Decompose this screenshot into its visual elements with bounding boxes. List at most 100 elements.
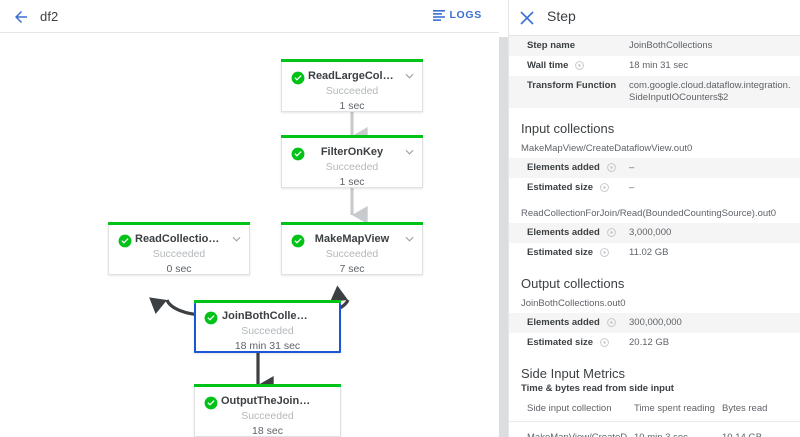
column-header-time-spent-reading: Time spent reading	[634, 399, 722, 422]
node-status: Succeeded	[325, 248, 379, 260]
input-collection-table-0: Elements added – Estimated size	[509, 158, 800, 198]
input-collections-title: Input collections	[521, 121, 615, 136]
check-circle-icon	[291, 71, 305, 85]
back-arrow-icon[interactable]	[12, 8, 30, 26]
node-time: 1 sec	[339, 100, 365, 112]
output-collection-table-0: Elements added 300,000,000 Estimated siz…	[509, 313, 800, 353]
top-app-bar: df2 LOGS	[0, 0, 499, 33]
table-row: Estimated size 11.02 GB	[509, 243, 800, 263]
help-circle-icon[interactable]	[599, 248, 609, 257]
row-key: Elements added	[509, 158, 629, 178]
node-time: 0 sec	[166, 263, 192, 275]
panel-title: Step	[547, 8, 576, 24]
node-time: 18 min 31 sec	[234, 340, 301, 352]
help-circle-icon[interactable]	[599, 338, 609, 347]
row-value: –	[629, 182, 635, 193]
table-row: Estimated size –	[509, 178, 800, 198]
table-row: Wall time 18 min 31 sec	[509, 56, 800, 76]
check-circle-icon	[291, 234, 305, 248]
node-status-bar	[281, 59, 423, 62]
node-status-bar	[281, 135, 423, 138]
row-key-label: Estimated size	[527, 337, 593, 348]
row-key: Wall time	[509, 56, 629, 76]
help-circle-icon[interactable]	[575, 61, 584, 70]
row-key: Estimated size	[509, 333, 629, 353]
help-circle-icon[interactable]	[606, 318, 616, 327]
row-key: Step name	[527, 40, 576, 51]
row-key: Elements added	[509, 223, 629, 243]
row-key: Elements added	[509, 313, 629, 333]
row-value: com.google.cloud.dataflow.integration. S…	[629, 80, 791, 103]
row-value: 3,000,000	[629, 227, 672, 238]
node-status: Succeeded	[241, 410, 294, 422]
help-circle-icon[interactable]	[606, 163, 616, 172]
step-details-panel: Step Step name JoinBothCollections Wall …	[509, 0, 800, 437]
collection-name: MakeMapView/CreateDataflowView.out0	[521, 143, 693, 154]
node-status-bar	[108, 222, 250, 225]
table-row: Estimated size 20.12 GB	[509, 333, 800, 353]
logs-icon	[433, 9, 446, 21]
row-key: Transform Function	[527, 80, 617, 91]
row-value: 300,000,000	[629, 317, 682, 328]
graph-node-joinbothcollections[interactable]: JoinBothCollections Succeeded 18 min 31 …	[194, 300, 341, 353]
node-time: 7 sec	[339, 263, 365, 275]
check-circle-icon	[291, 147, 305, 161]
graph-node-readcollectionforjoin[interactable]: ReadCollectionForJoin Succeeded 0 sec	[108, 222, 250, 275]
column-header-bytes-read: Bytes read	[722, 399, 800, 422]
row-value: 20.12 GB	[629, 337, 670, 348]
row-key: Estimated size	[509, 243, 629, 263]
node-status-bar	[194, 384, 341, 387]
table-row: Elements added 300,000,000	[509, 313, 800, 333]
panel-header: Step	[509, 0, 800, 36]
pane-divider	[508, 0, 509, 437]
node-status-bar	[281, 222, 423, 225]
side-input-metrics-table: Side input collection Time spent reading…	[509, 399, 800, 437]
row-key-label: Estimated size	[527, 247, 593, 258]
step-summary-table: Step name JoinBothCollections Wall time …	[509, 36, 800, 108]
help-circle-icon[interactable]	[599, 183, 609, 192]
cell-bytes-read: 10.14 GB	[722, 421, 800, 437]
chevron-down-icon[interactable]	[405, 73, 414, 79]
check-circle-icon	[118, 234, 132, 248]
row-value: JoinBothCollections	[629, 40, 713, 51]
row-key-label: Elements added	[527, 317, 600, 328]
graph-node-makemapview[interactable]: MakeMapView Succeeded 7 sec	[281, 222, 423, 275]
graph-node-outputthejoinedcollection[interactable]: OutputTheJoinedCollec... Succeeded 18 se…	[194, 384, 341, 437]
node-status-bar	[194, 300, 341, 303]
row-key-label: Wall time	[527, 60, 569, 71]
job-graph-pane: df2 LOGS	[0, 0, 499, 437]
graph-node-filteronkey[interactable]: FilterOnKey Succeeded 1 sec	[281, 135, 423, 188]
node-status: Succeeded	[241, 325, 294, 337]
collection-name: JoinBothCollections.out0	[521, 298, 626, 309]
chevron-down-icon[interactable]	[405, 149, 414, 155]
side-input-metrics-title: Side Input Metrics	[521, 366, 626, 381]
graph-pane-scrollbar[interactable]	[499, 37, 508, 437]
row-value: 18 min 31 sec	[629, 60, 689, 71]
help-circle-icon[interactable]	[606, 228, 616, 237]
chevron-down-icon[interactable]	[405, 236, 414, 242]
row-key-label: Elements added	[527, 227, 600, 238]
close-icon[interactable]	[520, 11, 534, 25]
panel-body: Step name JoinBothCollections Wall time …	[509, 36, 800, 437]
node-time: 1 sec	[339, 176, 365, 188]
node-status: Succeeded	[152, 248, 206, 260]
side-input-metrics-subtitle: Time & bytes read from side input	[521, 383, 674, 394]
graph-node-readlargecollection[interactable]: ReadLargeCollectionFr... Succeeded 1 sec	[281, 59, 423, 112]
table-header-row: Side input collection Time spent reading…	[509, 399, 800, 422]
node-time: 18 sec	[252, 425, 283, 437]
check-circle-icon	[204, 396, 218, 410]
row-key: Estimated size	[509, 178, 629, 198]
row-key-label: Estimated size	[527, 182, 593, 193]
pipeline-graph[interactable]: ReadLargeCollectionFr... Succeeded 1 sec…	[0, 33, 499, 437]
table-row: MakeMapView/CreateDataflow View.out0 10 …	[509, 421, 800, 437]
chevron-down-icon[interactable]	[232, 236, 241, 242]
logs-button[interactable]: LOGS	[433, 9, 482, 21]
table-row: Elements added 3,000,000	[509, 223, 800, 243]
column-header-side-input-collection: Side input collection	[509, 399, 634, 422]
node-status: Succeeded	[325, 161, 379, 173]
collection-name: ReadCollectionForJoin/Read(BoundedCounti…	[521, 208, 777, 219]
table-row: Transform Function com.google.cloud.data…	[509, 76, 800, 108]
table-row: Elements added –	[509, 158, 800, 178]
row-key-label: Elements added	[527, 162, 600, 173]
